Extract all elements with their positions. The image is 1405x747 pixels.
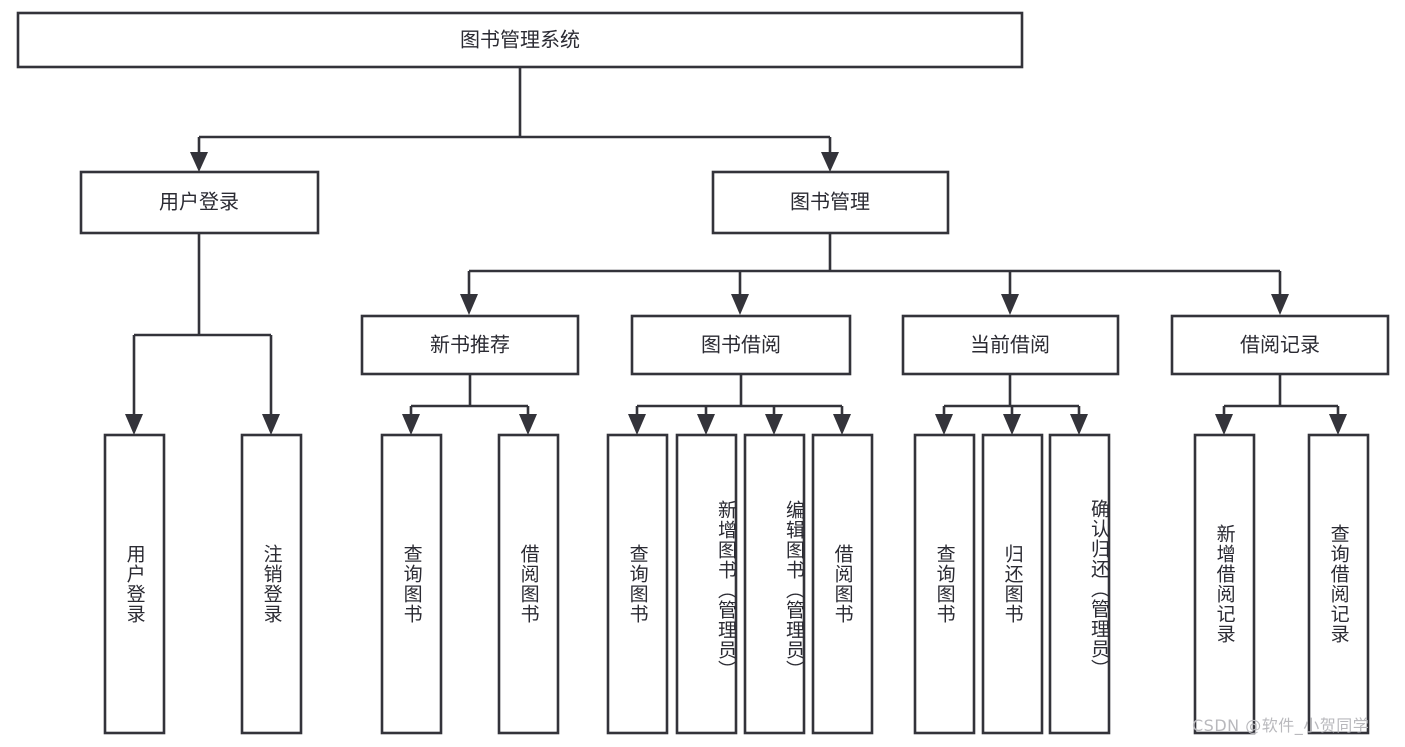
new-book-recommend-label: 新书推荐 — [430, 333, 510, 357]
borrow-record-label: 借阅记录 — [1240, 333, 1320, 357]
arrow-new-book-recommend — [460, 294, 478, 315]
new-book-recommend-box — [360, 314, 580, 376]
arrow-leaf-borrow-book-1 — [519, 414, 537, 435]
arrow-leaf-return-book — [1003, 414, 1021, 435]
leaf-box-edit-book[interactable] — [743, 433, 806, 735]
leaf-box-query-book-3[interactable] — [913, 433, 976, 735]
leaf-box-confirm-return[interactable] — [1048, 433, 1111, 735]
arrow-current-borrow — [1001, 294, 1019, 315]
node-book-management[interactable]: 图书管理 — [711, 170, 950, 235]
book-management-label: 图书管理 — [790, 190, 870, 214]
arrow-leaf-add-book — [697, 414, 715, 435]
leaf-box-add-record[interactable] — [1193, 433, 1256, 735]
node-borrow-record[interactable]: 借阅记录 — [1170, 314, 1390, 376]
leaf-box-user-logout[interactable] — [240, 433, 303, 735]
arrow-user-login — [190, 152, 208, 172]
leaf-box-query-book-1[interactable] — [380, 433, 443, 735]
arrow-leaf-query-record — [1329, 414, 1347, 435]
leaf-box-add-book[interactable] — [675, 433, 738, 735]
arrow-leaf-query-book-1 — [402, 414, 420, 435]
arrow-borrow-record — [1271, 294, 1289, 315]
current-borrow-box — [901, 314, 1120, 376]
node-current-borrow[interactable]: 当前借阅 — [901, 314, 1120, 376]
arrow-leaf-borrow-book-2 — [833, 414, 851, 435]
leaf-box-borrow-book-1[interactable] — [497, 433, 560, 735]
root-box — [16, 11, 1024, 69]
arrow-book-management — [821, 152, 839, 172]
leaf-box-return-book[interactable] — [981, 433, 1044, 735]
arrow-leaf-edit-book — [765, 414, 783, 435]
csdn-watermark: CSDN @软件_小贺同学 — [1192, 716, 1370, 735]
book-management-box — [711, 170, 950, 235]
arrow-leaf-user-logout — [262, 414, 280, 435]
node-book-borrow[interactable]: 图书借阅 — [630, 314, 852, 376]
arrow-leaf-add-record — [1215, 414, 1233, 435]
node-user-login[interactable]: 用户登录 — [79, 170, 320, 235]
leaf-box-query-record[interactable] — [1307, 433, 1370, 735]
borrow-record-box — [1170, 314, 1390, 376]
current-borrow-label: 当前借阅 — [970, 333, 1050, 357]
leaf-box-borrow-book-2[interactable] — [811, 433, 874, 735]
leaf-box-user-login[interactable] — [103, 433, 166, 735]
root-label: 图书管理系统 — [460, 28, 580, 52]
leaf-box-query-book-2[interactable] — [606, 433, 669, 735]
arrow-leaf-query-book-2 — [628, 414, 646, 435]
arrow-leaf-user-login — [125, 414, 143, 435]
book-borrow-label: 图书借阅 — [701, 333, 781, 357]
node-root[interactable]: 图书管理系统 — [16, 11, 1024, 69]
arrow-leaf-query-book-3 — [935, 414, 953, 435]
user-login-label: 用户登录 — [159, 190, 239, 214]
book-borrow-box — [630, 314, 852, 376]
arrow-book-borrow — [731, 294, 749, 315]
arrow-leaf-confirm-return — [1070, 414, 1088, 435]
node-new-book-recommend[interactable]: 新书推荐 — [360, 314, 580, 376]
